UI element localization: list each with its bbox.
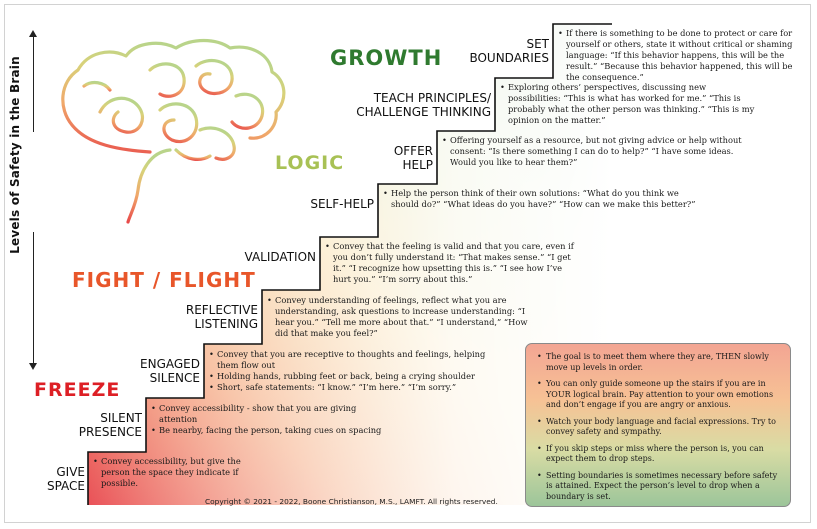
step-desc-reflective-listening: Convey understanding of feelings, reflec… [266, 295, 536, 339]
step-label-silent-presence: SILENT PRESENCE [79, 411, 142, 439]
note-item: Setting boundaries is sometimes necessar… [537, 471, 782, 503]
axis-line [33, 36, 34, 132]
notes-box: The goal is to meet them where they are,… [525, 343, 791, 507]
desc-item: Convey that you are receptive to thought… [209, 349, 508, 371]
axis-label: Levels of Safety in the Brain [8, 56, 22, 254]
step-label-reflective-listening: REFLECTIVE LISTENING [186, 303, 258, 331]
step-label-teach-principles: TEACH PRINCIPLES/ CHALLENGE THINKING [356, 91, 491, 119]
desc-item: If there is something to be done to prot… [558, 28, 797, 83]
step-desc-engaged-silence: Convey that you are receptive to thought… [208, 349, 508, 393]
step-label-line: GIVE [56, 465, 85, 479]
step-label-line: REFLECTIVE [185, 303, 258, 317]
desc-item: Convey accessibility, but give the perso… [93, 456, 267, 489]
step-label-validation: VALIDATION [245, 250, 316, 264]
zone-fight-flight: FIGHT / FLIGHT [72, 268, 256, 292]
zone-logic: LOGIC [275, 152, 345, 174]
step-label-line: SPACE [46, 479, 85, 493]
step-label-line: BOUNDARIES [469, 51, 549, 65]
desc-item: Offering yourself as a resource, but not… [442, 135, 746, 168]
step-desc-validation: Convey that the feeling is valid and tha… [324, 241, 580, 285]
axis-line-lower [33, 232, 34, 364]
axis-arrow-up-icon [29, 30, 37, 37]
desc-item: Convey that the feeling is valid and tha… [325, 241, 580, 285]
desc-item: Be nearby, facing the person, taking cue… [151, 425, 390, 436]
desc-item: Convey accessibility - show that you are… [151, 403, 390, 425]
step-label-give-space: GIVE SPACE [47, 465, 85, 493]
note-item: You can only guide someone up the stairs… [537, 379, 782, 411]
desc-item: Help the person think of their own solut… [383, 188, 702, 210]
desc-item: Convey understanding of feelings, reflec… [267, 295, 536, 339]
step-label-self-help: SELF-HELP [310, 197, 374, 211]
step-label-line: VALIDATION [244, 250, 316, 264]
step-label-line: ENGAGED [140, 357, 200, 371]
step-desc-teach-principles: Exploring others’ perspectives, discussi… [499, 82, 759, 126]
desc-item: Exploring others’ perspectives, discussi… [500, 82, 759, 126]
step-label-line: OFFER [393, 144, 433, 158]
step-label-line: SET [526, 37, 549, 51]
step-desc-give-space: Convey accessibility, but give the perso… [92, 456, 267, 489]
brain-icon [61, 38, 286, 224]
step-label-offer-help: OFFER HELP [394, 144, 433, 172]
zone-growth: GROWTH [330, 46, 443, 70]
desc-item: Holding hands, rubbing feet or back, bei… [209, 371, 508, 382]
zone-freeze: FREEZE [34, 379, 121, 401]
step-label-engaged-silence: ENGAGED SILENCE [140, 357, 200, 385]
step-desc-set-boundaries: If there is something to be done to prot… [557, 28, 797, 83]
step-desc-silent-presence: Convey accessibility - show that you are… [150, 403, 390, 436]
step-label-line: CHALLENGE THINKING [356, 105, 491, 119]
step-label-line: HELP [402, 158, 433, 172]
step-label-line: SILENT [100, 411, 142, 425]
step-label-line: LISTENING [194, 317, 258, 331]
stair-outline [87, 23, 612, 505]
step-label-line: TEACH PRINCIPLES/ [373, 91, 491, 105]
note-item: If you skip steps or miss where the pers… [537, 444, 782, 465]
step-label-line: SILENCE [149, 371, 200, 385]
desc-item: Short, safe statements: “I know.” “I’m h… [209, 382, 508, 393]
step-label-line: PRESENCE [78, 425, 142, 439]
copyright: Copyright © 2021 - 2022, Boone Christian… [205, 497, 498, 506]
note-item: Watch your body language and facial expr… [537, 417, 782, 438]
axis-arrow-down-icon [29, 363, 37, 370]
step-label-line: SELF-HELP [310, 197, 374, 211]
note-item: The goal is to meet them where they are,… [537, 352, 782, 373]
step-desc-self-help: Help the person think of their own solut… [382, 188, 702, 210]
step-desc-offer-help: Offering yourself as a resource, but not… [441, 135, 746, 168]
step-label-set-boundaries: SET BOUNDARIES [469, 37, 549, 65]
